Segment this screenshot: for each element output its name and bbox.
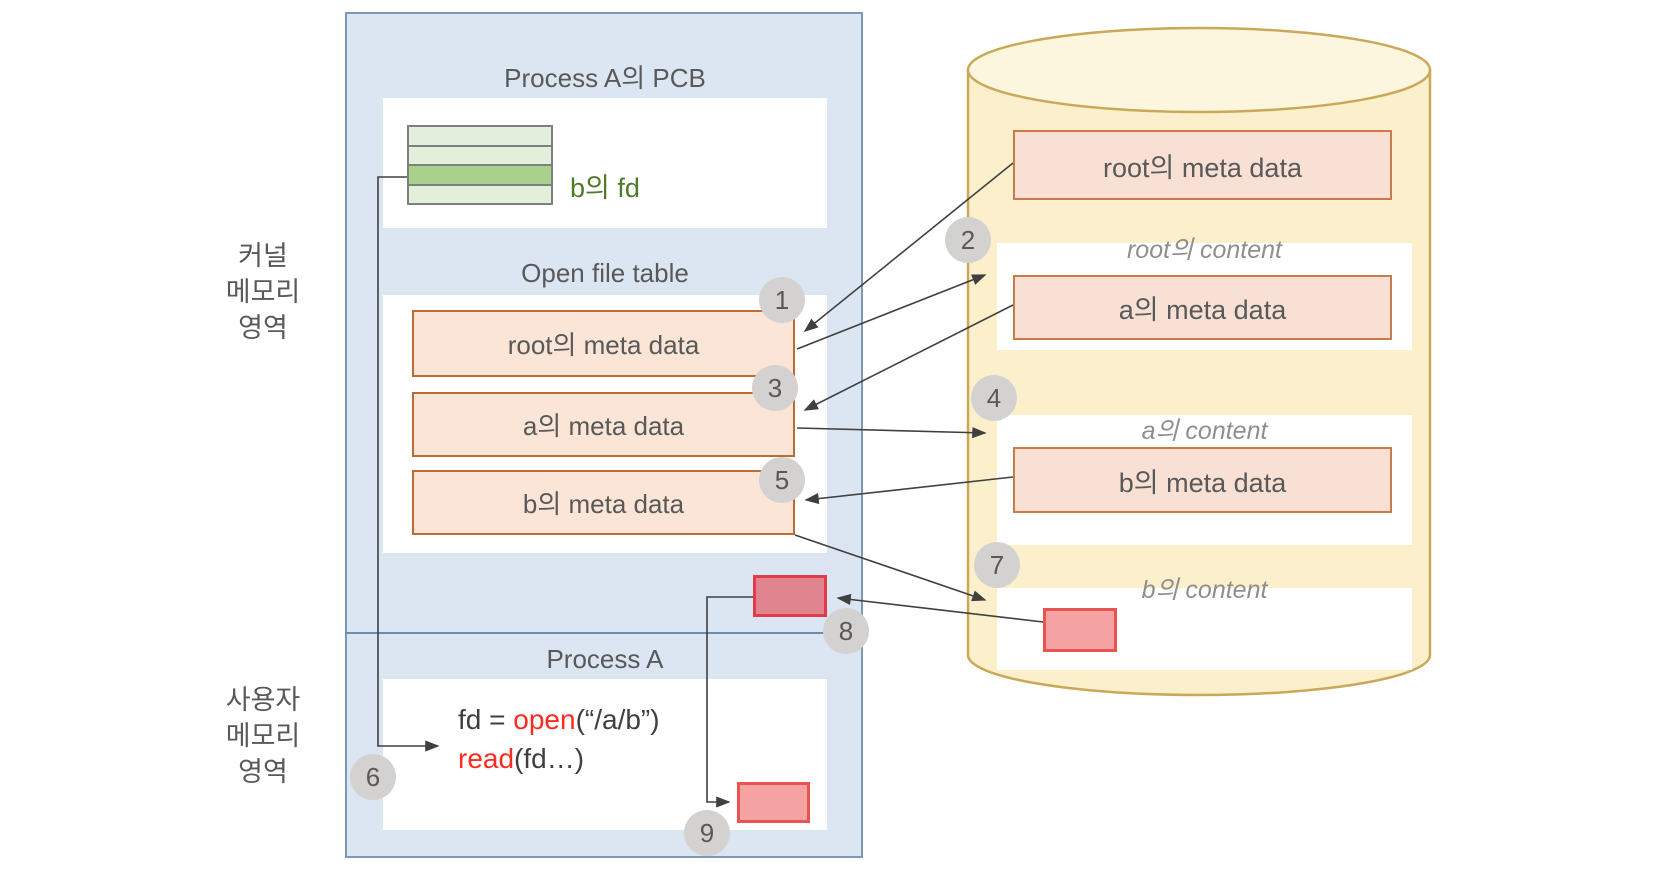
step-badge-9: 9	[684, 810, 730, 856]
process-code: fd = open(“/a/b”) read(fd…)	[458, 700, 660, 778]
kernel-buffer-block	[753, 575, 827, 617]
fd-table	[407, 125, 553, 205]
step-badge-6: 6	[350, 754, 396, 800]
fd-table-row	[409, 127, 551, 147]
fd-table-row	[409, 185, 551, 203]
user-buffer-block	[737, 782, 810, 823]
fd-table-row-selected	[409, 166, 551, 186]
disk-a-content-label: a의 content	[1141, 417, 1268, 445]
step-badge-8: 8	[823, 608, 869, 654]
disk-a-meta: a의 meta data	[1013, 275, 1392, 340]
oft-entry-root: root의 meta data	[412, 310, 795, 377]
step-badge-4: 4	[971, 375, 1017, 421]
kernel-user-divider	[345, 632, 865, 634]
step-badge-1: 1	[759, 277, 805, 323]
kernel-memory-label: 커널 메모리 영역	[225, 241, 301, 343]
oft-entry-a: a의 meta data	[412, 392, 795, 457]
pcb-title: Process A의 PCB	[504, 63, 706, 93]
open-keyword: open	[513, 704, 576, 735]
process-a-title: Process A	[546, 644, 664, 674]
step-badge-3: 3	[752, 365, 798, 411]
fd-label: b의 fd	[570, 173, 640, 203]
step-badge-5: 5	[759, 457, 805, 503]
disk-root-content-label: root의 content	[1126, 236, 1283, 264]
code-line-open: fd = open(“/a/b”)	[458, 704, 660, 735]
code-line-read: read(fd…)	[458, 743, 585, 774]
disk-root-meta: root의 meta data	[1013, 130, 1392, 200]
step-badge-2: 2	[945, 217, 991, 263]
disk-b-content-block	[1043, 608, 1117, 652]
user-memory-label: 사용자 메모리 영역	[225, 685, 301, 787]
read-keyword: read	[458, 743, 515, 774]
fd-table-row	[409, 146, 551, 166]
disk-b-content-label: b의 content	[1141, 576, 1268, 604]
step-badge-7: 7	[974, 542, 1020, 588]
disk-b-meta: b의 meta data	[1013, 447, 1392, 513]
oft-entry-b: b의 meta data	[412, 470, 795, 535]
open-file-table-title: Open file table	[521, 258, 689, 288]
